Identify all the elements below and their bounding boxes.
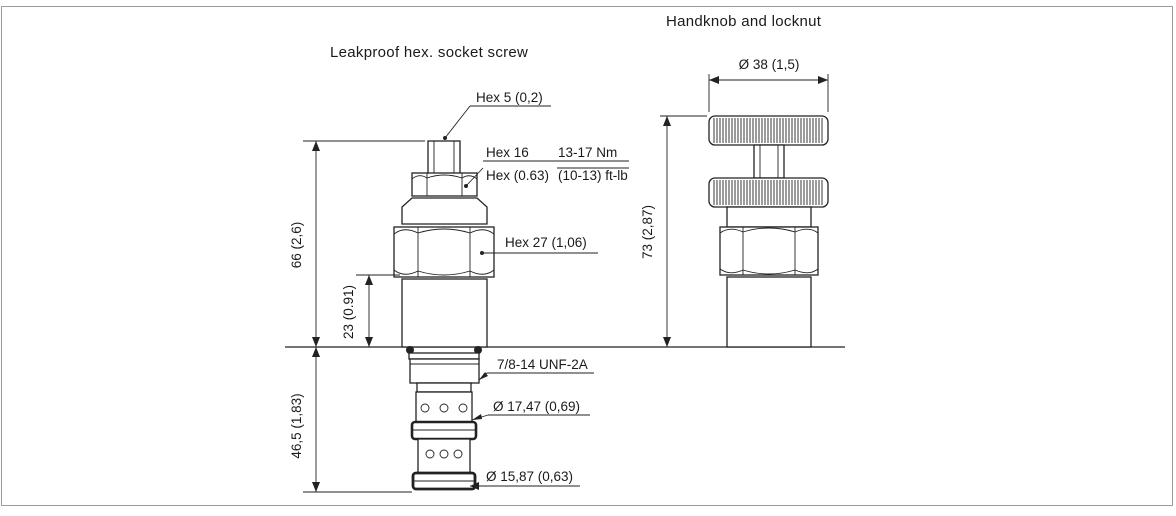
knob-stem [753,144,785,179]
label-torque-nm: 13-17 Nm [558,145,617,160]
label-hex5: Hex 5 (0,2) [476,90,543,105]
port [439,403,449,413]
seal-ring-upper [410,420,478,441]
label-height-knob: 73 (2,87) [640,205,655,259]
port [425,449,435,459]
hex-nut-right [719,226,819,276]
dim-height-lower: 23 (0.91) [341,274,400,347]
label-height-cartridge: 46,5 (1,83) [289,393,304,458]
leader-hex5: Hex 5 (0,2) [443,90,551,140]
title-left: Leakproof hex. socket screw [330,44,528,61]
port [458,403,468,413]
hex16-nut [411,172,478,197]
leader-hex27: Hex 27 (1,06) [480,235,598,255]
leader-dia-small: Ø 15,87 (0,63) [470,469,580,490]
leader-hex16: Hex 16 Hex (0.63) 13-17 Nm (10-13) ft-lb [464,145,629,188]
socket-screw [427,140,461,175]
port-section-lower [417,438,471,474]
label-torque-ftlb: (10-13) ft-lb [558,168,628,183]
label-height-lower: 23 (0.91) [341,285,356,339]
leader-dia-large: Ø 17,47 (0,69) [471,399,590,421]
label-thread: 7/8-14 UNF-2A [497,357,588,372]
dim-dia-knob: Ø 38 (1,5) [708,57,829,112]
valve-left [393,140,495,491]
upper-body [401,197,488,225]
valve-right [708,115,829,348]
label-dia-knob: Ø 38 (1,5) [739,57,800,72]
lower-body-right [726,276,812,348]
label-hex16-a: Hex 16 [486,145,529,160]
knurl-pattern [713,180,823,205]
port [420,403,430,413]
oring-left [406,346,414,354]
knurl-pattern [713,118,823,143]
hex27-nut [393,226,495,278]
leader-thread: 7/8-14 UNF-2A [478,357,594,381]
port [439,449,449,459]
label-dia-small: Ø 15,87 (0,63) [486,469,573,484]
label-hex16-b: Hex (0.63) [486,168,549,183]
dim-height-total: 66 (2,6) [289,140,425,347]
dim-height-knob: 73 (2,87) [640,115,707,347]
port [453,449,463,459]
drawing-frame [1,6,1173,506]
label-hex27: Hex 27 (1,06) [505,235,587,250]
label-height-total: 66 (2,6) [289,222,304,269]
title-right: Handknob and locknut [666,13,822,30]
dim-height-cartridge: 46,5 (1,83) [289,347,412,493]
label-dia-large: Ø 17,47 (0,69) [493,399,580,414]
port-section-upper [415,391,473,423]
thread-section [409,358,480,384]
oring-right [474,346,482,354]
lower-body [401,278,488,348]
